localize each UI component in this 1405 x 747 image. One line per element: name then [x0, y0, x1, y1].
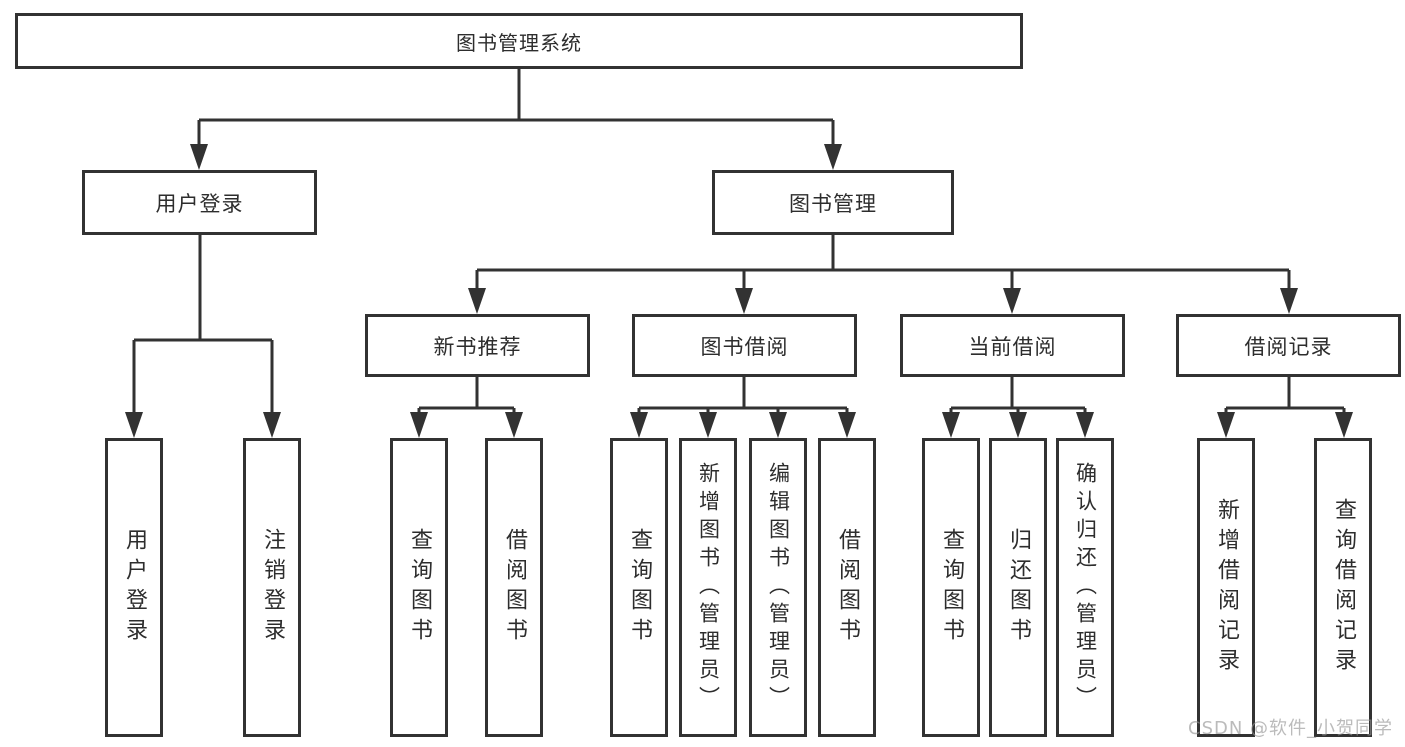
leaf-user-login: 用户登录	[105, 438, 163, 737]
leaf-confirm-return-admin: 确认归还（管理员）	[1056, 438, 1114, 737]
node-current-borrowing: 当前借阅	[900, 314, 1125, 377]
leaf-query-books-current: 查询图书	[922, 438, 980, 737]
leaf-add-borrowing-record: 新增借阅记录	[1197, 438, 1255, 737]
node-new-book-recommendation: 新书推荐	[365, 314, 590, 377]
leaf-query-borrowing-record: 查询借阅记录	[1314, 438, 1372, 737]
leaf-edit-books-admin: 编辑图书（管理员）	[749, 438, 807, 737]
leaf-logout: 注销登录	[243, 438, 301, 737]
node-book-borrowing: 图书借阅	[632, 314, 857, 377]
leaf-borrow-books-recommend: 借阅图书	[485, 438, 543, 737]
node-root: 图书管理系统	[15, 13, 1023, 69]
arrowheads	[125, 144, 1353, 438]
leaf-query-books-recommend: 查询图书	[390, 438, 448, 737]
leaf-borrow-books: 借阅图书	[818, 438, 876, 737]
node-book-management: 图书管理	[712, 170, 954, 235]
leaf-query-books-borrow: 查询图书	[610, 438, 668, 737]
csdn-watermark: CSDN @软件_小贺同学	[1188, 718, 1394, 739]
leaf-add-books-admin: 新增图书（管理员）	[679, 438, 737, 737]
leaf-return-books: 归还图书	[989, 438, 1047, 737]
node-borrowing-records: 借阅记录	[1176, 314, 1401, 377]
node-user-login: 用户登录	[82, 170, 317, 235]
